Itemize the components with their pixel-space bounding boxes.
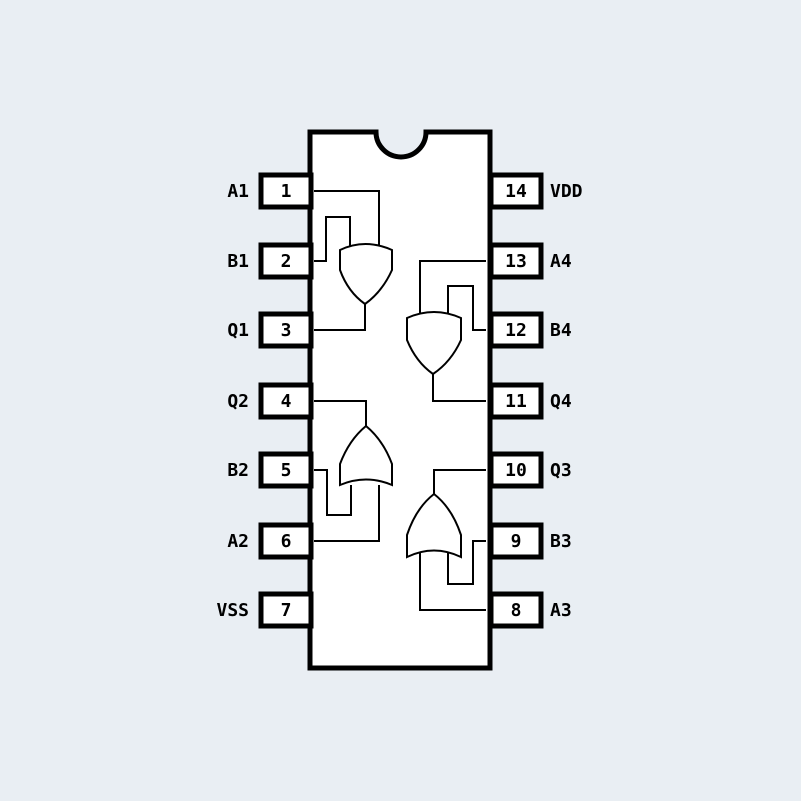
wire-gate1-pin3 bbox=[314, 304, 366, 331]
pin-5-number: 5 bbox=[281, 460, 292, 481]
pin-2-number: 2 bbox=[281, 251, 292, 272]
pin-14-label: VDD bbox=[550, 181, 583, 202]
pin-10-box bbox=[488, 451, 544, 489]
pin-11-label: Q4 bbox=[550, 391, 572, 412]
pin-12-box bbox=[488, 311, 544, 349]
pin-9: 9 B3 bbox=[488, 522, 572, 560]
or-gate-1 bbox=[314, 190, 393, 331]
pin-1-label: A1 bbox=[227, 181, 249, 202]
pin-14: 14 VDD bbox=[488, 172, 583, 210]
pin-10-label: Q3 bbox=[550, 460, 572, 481]
wire-pin1-gate1 bbox=[314, 190, 380, 250]
pin-3-box bbox=[258, 311, 314, 349]
pin-8-box bbox=[488, 591, 544, 629]
pin-13: 13 A4 bbox=[488, 242, 572, 280]
pin-5-label: B2 bbox=[227, 460, 249, 481]
pin-10: 10 Q3 bbox=[488, 451, 572, 489]
pin-4-box bbox=[258, 382, 314, 420]
pin-3-label: Q1 bbox=[227, 320, 249, 341]
pin-12-label: B4 bbox=[550, 320, 572, 341]
pin-5-box bbox=[258, 451, 314, 489]
pin-7-number: 7 bbox=[281, 600, 292, 621]
pin-1: 1 A1 bbox=[227, 172, 314, 210]
pin-8-number: 8 bbox=[511, 600, 522, 621]
pin-7-label: VSS bbox=[216, 600, 249, 621]
or-gate-2 bbox=[314, 400, 393, 542]
pin-9-box bbox=[488, 522, 544, 560]
pin-9-label: B3 bbox=[550, 531, 572, 552]
pin-11: 11 Q4 bbox=[488, 382, 572, 420]
pin-11-number: 11 bbox=[505, 391, 527, 412]
or-gate-3-symbol bbox=[406, 492, 462, 559]
pin-3: 3 Q1 bbox=[227, 311, 314, 349]
pin-7: 7 VSS bbox=[216, 591, 314, 629]
pin-9-number: 9 bbox=[511, 531, 522, 552]
pin-1-number: 1 bbox=[281, 181, 292, 202]
pin-14-box bbox=[488, 172, 544, 210]
or-gate-1-symbol bbox=[339, 243, 393, 306]
pin-12: 12 B4 bbox=[488, 311, 572, 349]
pin-2: 2 B1 bbox=[227, 242, 314, 280]
pin-3-number: 3 bbox=[281, 320, 292, 341]
pin-12-number: 12 bbox=[505, 320, 527, 341]
pin-6-label: A2 bbox=[227, 531, 249, 552]
or-gate-4-symbol bbox=[406, 311, 462, 376]
pin-13-number: 13 bbox=[505, 251, 527, 272]
pin-13-box bbox=[488, 242, 544, 280]
pin-13-label: A4 bbox=[550, 251, 572, 272]
pin-8: 8 A3 bbox=[488, 591, 572, 629]
left-pin-column: 1 A1 2 B1 3 Q1 4 Q2 5 B2 6 A2 7 VSS bbox=[216, 172, 314, 629]
pin-6: 6 A2 bbox=[227, 522, 314, 560]
pin-10-number: 10 bbox=[505, 460, 527, 481]
right-pin-column: 14 VDD 13 A4 12 B4 11 Q4 10 Q3 9 B3 8 A3 bbox=[488, 172, 583, 629]
wire-gate3-pin10 bbox=[433, 469, 486, 494]
wire-pin13-gate4 bbox=[419, 260, 486, 318]
pin-4-label: Q2 bbox=[227, 391, 249, 412]
pin-11-box bbox=[488, 382, 544, 420]
wire-gate4-pin11 bbox=[432, 374, 486, 402]
wire-pin5-gate2 bbox=[314, 469, 352, 516]
wire-pin8-gate3 bbox=[419, 552, 486, 611]
or-gate-4 bbox=[406, 260, 486, 402]
pin-2-label: B1 bbox=[227, 251, 249, 272]
wire-gate2-pin4 bbox=[314, 400, 367, 426]
or-gate-3 bbox=[406, 469, 486, 611]
wire-pin9-gate3 bbox=[447, 540, 486, 585]
pin-5: 5 B2 bbox=[227, 451, 314, 489]
pin-1-box bbox=[258, 172, 314, 210]
pin-14-number: 14 bbox=[505, 181, 527, 202]
wire-pin12-gate4 bbox=[447, 285, 486, 331]
pin-4-number: 4 bbox=[281, 391, 292, 412]
pin-4: 4 Q2 bbox=[227, 382, 314, 420]
wire-pin2-gate1 bbox=[314, 216, 351, 262]
pin-7-box bbox=[258, 591, 314, 629]
pin-8-label: A3 bbox=[550, 600, 572, 621]
wire-pin6-gate2 bbox=[314, 485, 380, 542]
pin-2-box bbox=[258, 242, 314, 280]
or-gate-2-symbol bbox=[339, 424, 393, 487]
pin-6-number: 6 bbox=[281, 531, 292, 552]
pin-6-box bbox=[258, 522, 314, 560]
